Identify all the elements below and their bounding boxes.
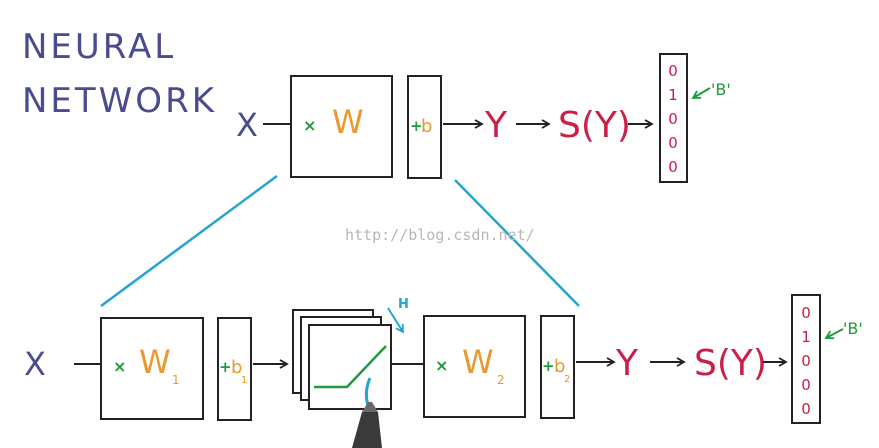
bottom-onehot-4: 0 bbox=[801, 400, 811, 418]
title-line-2: NETWORK bbox=[22, 81, 217, 121]
top-onehot-box bbox=[659, 53, 688, 183]
bottom-bias1-op: + bbox=[219, 358, 232, 376]
top-onehot-1: 1 bbox=[668, 86, 678, 104]
relu-icon bbox=[314, 345, 387, 389]
top-class-label: 'B' bbox=[711, 80, 731, 99]
bottom-weight1-box bbox=[100, 317, 204, 420]
top-input-x: X bbox=[236, 106, 258, 144]
bottom-bias2-sub: 2 bbox=[564, 374, 570, 385]
watermark: http://blog.csdn.net/ bbox=[345, 226, 535, 244]
top-row: X × W + b Y S(Y) 0 1 0 0 0 'B' bbox=[236, 53, 731, 183]
bottom-weight1-label: W bbox=[139, 343, 171, 381]
bottom-onehot-box bbox=[791, 294, 821, 424]
top-weight-op: × bbox=[303, 116, 316, 135]
top-weight-label: W bbox=[332, 103, 364, 141]
bottom-weight1-sub: 1 bbox=[172, 373, 180, 387]
top-onehot-4: 0 bbox=[668, 158, 678, 176]
expand-line-left bbox=[100, 174, 278, 308]
bottom-bias2-box bbox=[540, 315, 575, 419]
top-onehot-3: 0 bbox=[668, 134, 678, 152]
bottom-onehot-2: 0 bbox=[801, 352, 811, 370]
bottom-weight1-op: × bbox=[113, 357, 126, 376]
top-weight-box bbox=[290, 75, 393, 178]
bottom-class-label: 'B' bbox=[843, 319, 863, 338]
bottom-output-y: Y bbox=[615, 343, 639, 384]
top-onehot-0: 0 bbox=[668, 62, 678, 80]
top-output-y: Y bbox=[484, 105, 508, 146]
top-bias-box bbox=[407, 75, 442, 179]
bottom-bias2-label: b bbox=[554, 356, 565, 377]
bottom-weight2-box bbox=[423, 315, 526, 418]
relu-dim-label: H bbox=[398, 297, 409, 312]
relu-box-front bbox=[308, 324, 392, 410]
bottom-bias2-op: + bbox=[542, 357, 555, 375]
relu-dim-arrow-icon bbox=[387, 307, 404, 334]
bottom-class-arrow-icon bbox=[824, 328, 844, 340]
bottom-onehot-3: 0 bbox=[801, 376, 811, 394]
bottom-onehot-0: 0 bbox=[801, 304, 811, 322]
top-bias-label: b bbox=[421, 116, 432, 137]
top-onehot-values: 0 1 0 0 0 bbox=[668, 62, 678, 176]
bottom-input-x: X bbox=[24, 345, 46, 383]
top-softmax: S(Y) bbox=[558, 105, 631, 146]
bottom-weight2-label: W bbox=[462, 343, 494, 381]
bottom-onehot-1: 1 bbox=[801, 328, 811, 346]
top-class-arrow-icon bbox=[691, 87, 711, 99]
top-onehot-2: 0 bbox=[668, 110, 678, 128]
title-line-1: NEURAL bbox=[22, 27, 176, 67]
bottom-weight2-op: × bbox=[435, 356, 448, 375]
bottom-softmax: S(Y) bbox=[694, 343, 767, 384]
expand-line-right bbox=[454, 179, 580, 307]
bottom-onehot-values: 0 1 0 0 0 bbox=[801, 304, 811, 418]
bottom-bias1-label: b bbox=[231, 357, 242, 378]
bottom-weight2-sub: 2 bbox=[497, 373, 505, 387]
bottom-bias1-sub: 1 bbox=[241, 375, 247, 386]
bottom-bias1-box bbox=[217, 317, 252, 421]
bottom-row: X × W 1 + b 1 H × W 2 + b 2 bbox=[24, 294, 863, 424]
top-bias-op: + bbox=[410, 117, 423, 135]
pen-icon bbox=[352, 377, 382, 448]
relu-stack: H bbox=[292, 297, 409, 410]
